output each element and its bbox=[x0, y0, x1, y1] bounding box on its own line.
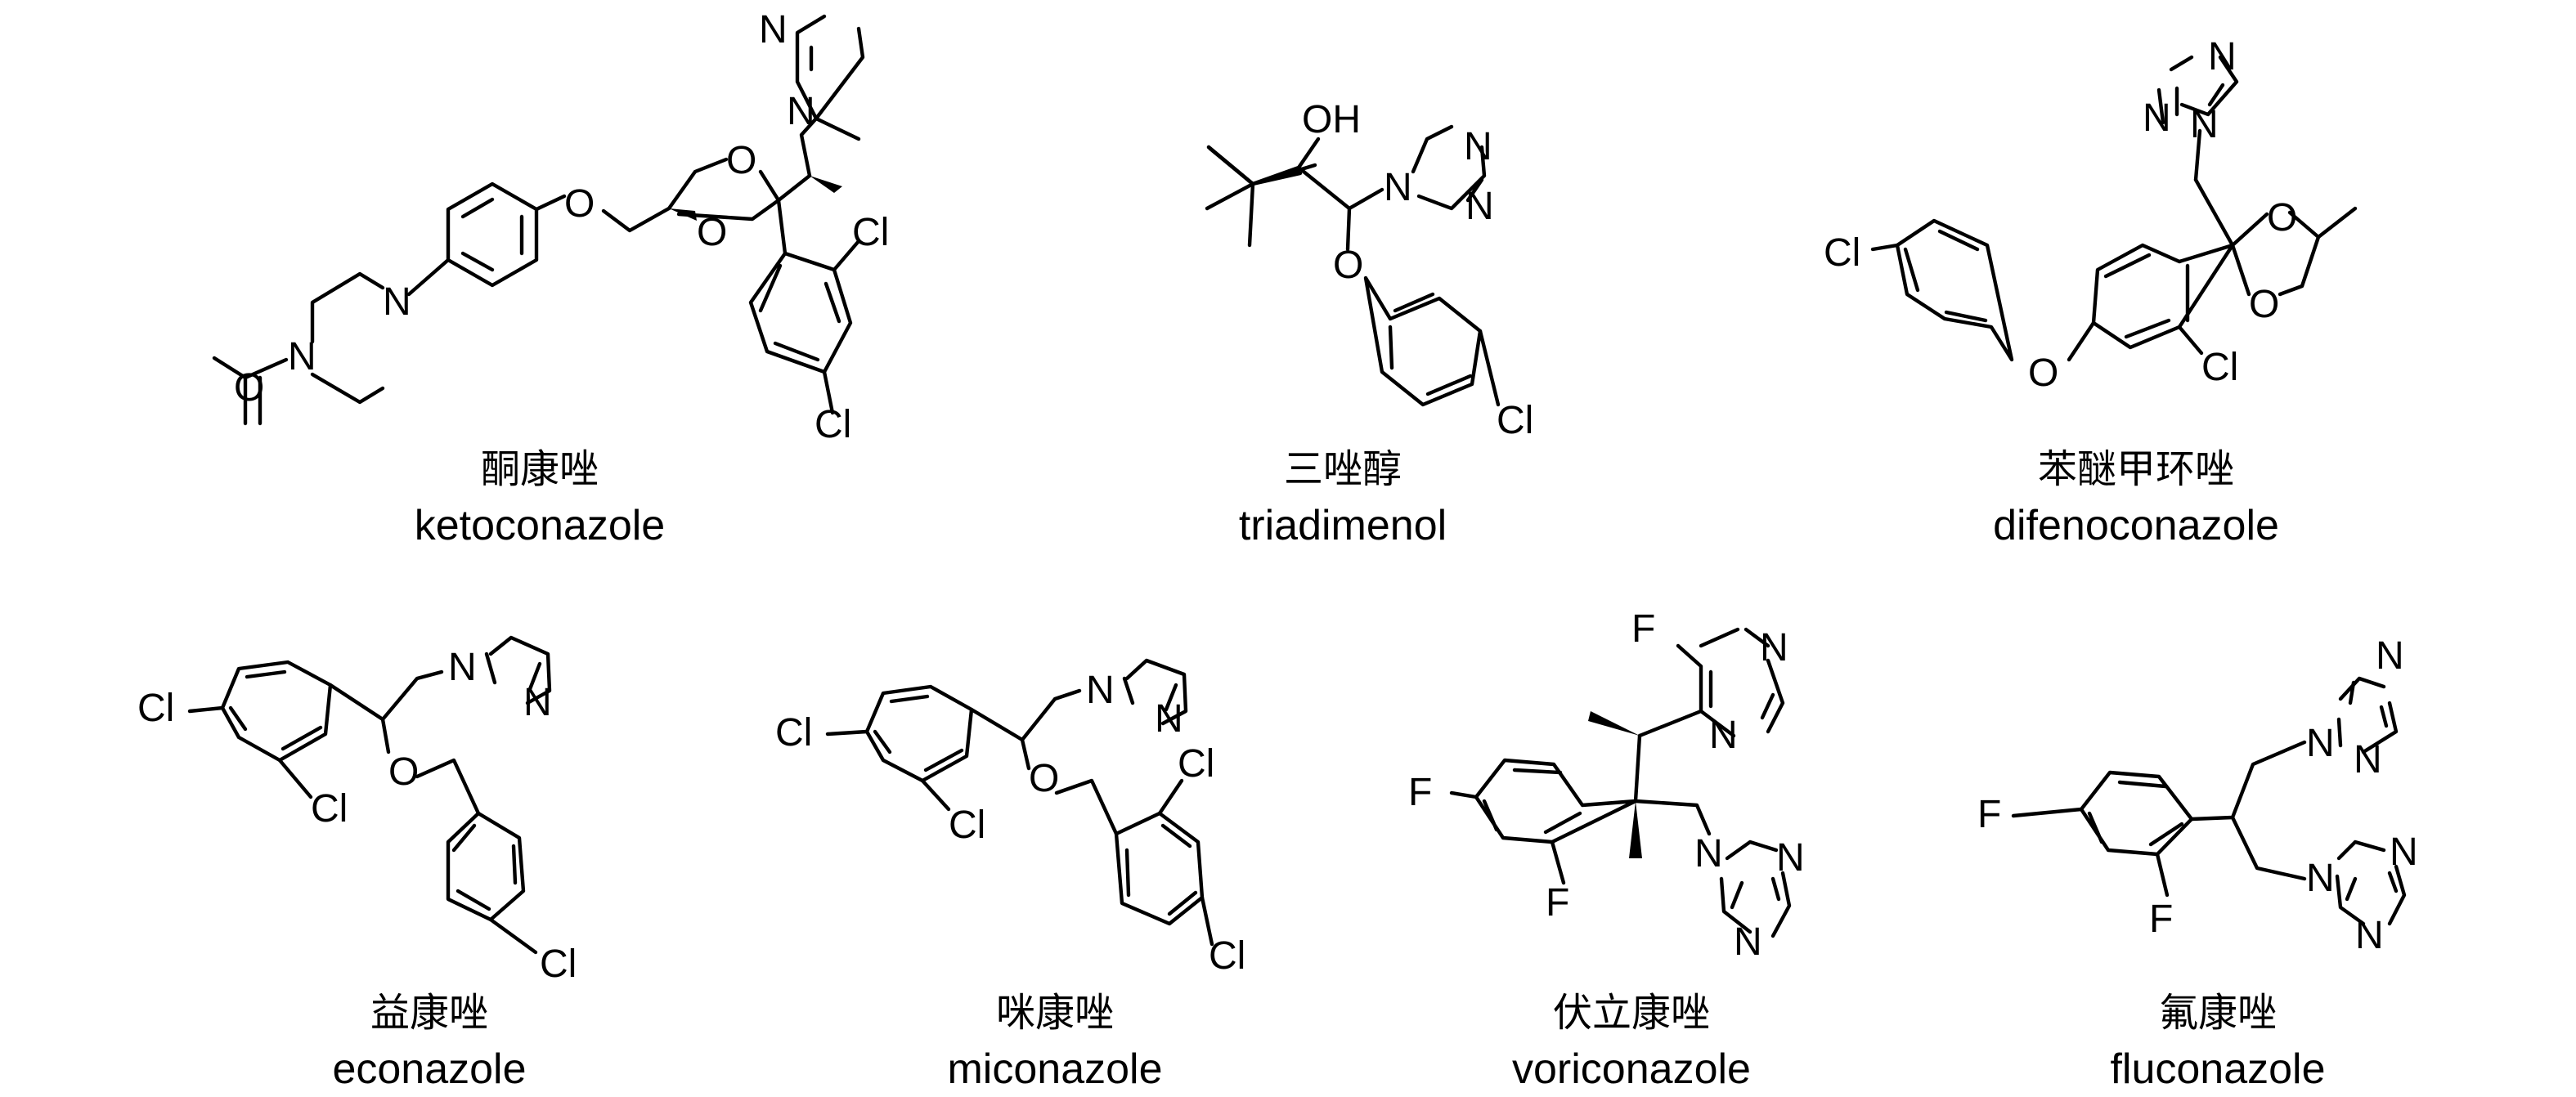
compound-name-english: fluconazole bbox=[2110, 1046, 2325, 1093]
nitrogen-label: N bbox=[2376, 634, 2404, 678]
nitrogen-label: N bbox=[1384, 166, 1412, 209]
compound-triadimenol: OH O N N N Cl 三唑醇 triadimenol bbox=[1205, 98, 1533, 549]
nitrogen-label: N bbox=[2190, 103, 2219, 146]
compound-name-chinese: 苯醚甲环唑 bbox=[2038, 446, 2234, 492]
chlorine-label: Cl bbox=[1209, 934, 1245, 978]
nitrogen-label: N bbox=[1734, 920, 1762, 964]
ketoconazole-bonds bbox=[212, 14, 865, 426]
chlorine-label: Cl bbox=[2201, 346, 2238, 389]
nitrogen-label: N bbox=[2354, 738, 2382, 781]
compound-name-chinese: 伏立康唑 bbox=[1553, 990, 1710, 1036]
chlorine-label: Cl bbox=[137, 687, 174, 730]
nitrogen-label: N bbox=[2306, 722, 2335, 765]
compound-econazole: Cl N N O Cl Cl 益康唑 econazole bbox=[137, 635, 577, 1093]
chlorine-label: Cl bbox=[1178, 742, 1214, 786]
chlorine-label: Cl bbox=[949, 804, 985, 847]
chlorine-label: Cl bbox=[540, 943, 577, 986]
difenoconazole-atoms: N N N O O O Cl Cl bbox=[1824, 35, 2297, 395]
oxygen-label: O bbox=[2267, 196, 2297, 240]
nitrogen-label: N bbox=[1776, 836, 1805, 880]
chlorine-label: Cl bbox=[775, 711, 812, 754]
miconazole-atoms: Cl N N O Cl Cl Cl bbox=[775, 669, 1245, 978]
nitrogen-label: N bbox=[2390, 831, 2418, 874]
nitrogen-label: N bbox=[787, 90, 815, 133]
nitrogen-label: N bbox=[288, 335, 316, 378]
oxygen-label: O bbox=[2249, 283, 2279, 326]
compound-voriconazole: F N N F F N N N 伏立康唑 voriconazole bbox=[1408, 607, 1805, 1093]
triadimenol-atoms: OH O N N N Cl bbox=[1302, 98, 1533, 442]
oxygen-label: O bbox=[234, 366, 264, 410]
nitrogen-label: N bbox=[383, 280, 411, 324]
fluorine-label: F bbox=[1546, 881, 1569, 925]
compound-name-chinese: 益康唑 bbox=[370, 990, 488, 1036]
ketoconazole-stereo-wedges bbox=[669, 176, 842, 221]
compound-name-english: ketoconazole bbox=[415, 502, 665, 549]
nitrogen-label: N bbox=[1464, 125, 1492, 168]
miconazole-bonds bbox=[825, 658, 1214, 947]
nitrogen-label: N bbox=[2355, 914, 2384, 957]
fluconazole-bonds bbox=[2011, 676, 2407, 926]
fluorine-label: F bbox=[1977, 793, 2001, 836]
chlorine-label: Cl bbox=[311, 787, 348, 831]
oxygen-label: O bbox=[388, 750, 419, 794]
ketoconazole-atoms: O N N O O O N N Cl Cl bbox=[234, 8, 889, 446]
nitrogen-label: N bbox=[448, 646, 477, 689]
nitrogen-label: N bbox=[2143, 96, 2171, 140]
nitrogen-label: N bbox=[1465, 185, 1494, 228]
compound-ketoconazole: O N N O O O N N Cl Cl 酮康唑 ketoconazole bbox=[212, 8, 889, 549]
compound-name-english: voriconazole bbox=[1512, 1046, 1751, 1093]
difenoconazole-bonds bbox=[1870, 55, 2358, 362]
fluorine-label: F bbox=[1631, 607, 1655, 651]
chlorine-label: Cl bbox=[1497, 399, 1533, 442]
hydroxyl-label: OH bbox=[1302, 98, 1361, 141]
compound-name-chinese: 三唑醇 bbox=[1284, 446, 1402, 492]
compound-name-english: miconazole bbox=[947, 1046, 1162, 1093]
compound-fluconazole: F F N N N N N N 氟康唑 fluconazole bbox=[1977, 634, 2418, 1093]
oxygen-label: O bbox=[1333, 244, 1363, 287]
compound-name-chinese: 氟康唑 bbox=[2159, 990, 2277, 1036]
nitrogen-label: N bbox=[759, 8, 788, 51]
oxygen-label: O bbox=[2028, 351, 2058, 395]
nitrogen-label: N bbox=[1760, 626, 1788, 669]
compound-name-chinese: 酮康唑 bbox=[481, 446, 599, 492]
triadimenol-bonds bbox=[1205, 124, 1501, 407]
fluorine-label: F bbox=[1408, 771, 1432, 814]
chlorine-label: Cl bbox=[815, 403, 851, 446]
fluorine-label: F bbox=[2149, 898, 2173, 941]
fluconazole-atoms: F F N N N N N N bbox=[1977, 634, 2418, 957]
nitrogen-label: N bbox=[1086, 669, 1115, 712]
oxygen-label: O bbox=[1029, 757, 1059, 800]
voriconazole-bonds bbox=[1449, 627, 1792, 938]
nitrogen-label: N bbox=[2208, 35, 2237, 78]
nitrogen-label: N bbox=[1694, 832, 1723, 875]
compound-name-english: triadimenol bbox=[1239, 502, 1447, 549]
compound-name-english: econazole bbox=[332, 1046, 526, 1093]
voriconazole-stereo-wedges bbox=[1588, 711, 1642, 858]
compound-miconazole: Cl N N O Cl Cl Cl 咪康唑 miconazole bbox=[775, 658, 1245, 1093]
compound-difenoconazole: N N N O O O Cl Cl 苯醚甲环唑 difenoconazole bbox=[1824, 35, 2358, 549]
nitrogen-label: N bbox=[1709, 714, 1738, 757]
chlorine-label: Cl bbox=[1824, 231, 1860, 275]
nitrogen-label: N bbox=[523, 681, 552, 724]
econazole-atoms: Cl N N O Cl Cl bbox=[137, 646, 577, 986]
oxygen-label: O bbox=[726, 139, 756, 182]
oxygen-label: O bbox=[697, 211, 727, 254]
chlorine-label: Cl bbox=[852, 211, 889, 254]
compound-name-english: difenoconazole bbox=[1993, 502, 2279, 549]
voriconazole-atoms: F N N F F N N N bbox=[1408, 607, 1805, 964]
oxygen-label: O bbox=[564, 182, 595, 226]
econazole-bonds bbox=[187, 635, 552, 955]
nitrogen-label: N bbox=[1155, 697, 1183, 741]
compound-name-chinese: 咪康唑 bbox=[996, 990, 1114, 1036]
nitrogen-label: N bbox=[2306, 857, 2335, 900]
